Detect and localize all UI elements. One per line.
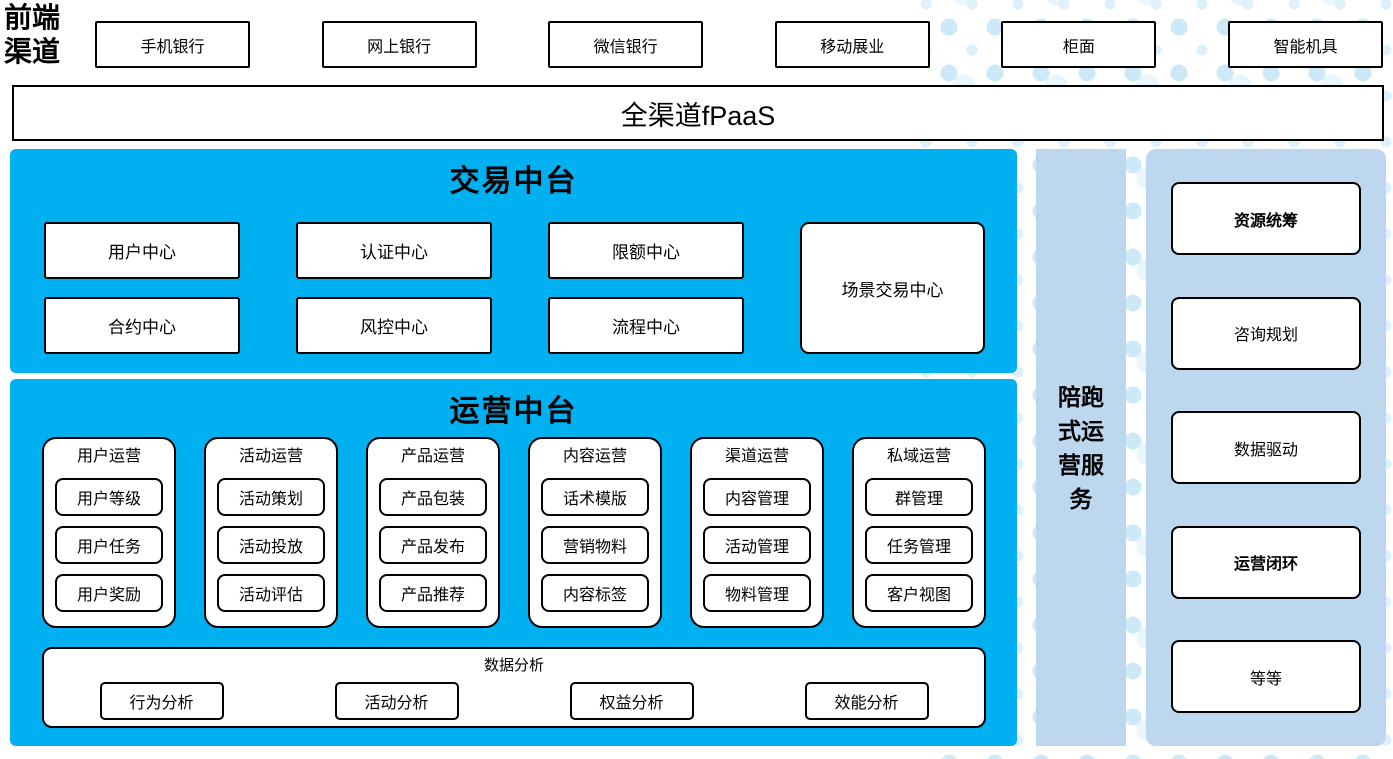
service-box-data-driven: 数据驱动 [1171,411,1361,484]
center-box-auth: 认证中心 [296,222,492,279]
group-item: 产品包装 [379,478,487,516]
center-box-limit: 限额中心 [548,222,744,279]
front-channel-row: 手机银行 网上银行 微信银行 移动展业 柜面 智能机具 [95,21,1383,68]
group-item: 内容管理 [703,478,811,516]
channel-box-online-banking: 网上银行 [321,21,477,68]
group-item: 任务管理 [865,526,973,564]
group-item: 话术模版 [541,478,649,516]
group-activity-operation: 活动运营 活动策划 活动投放 活动评估 [204,437,338,628]
service-box-consulting-planning: 咨询规划 [1171,296,1361,370]
group-item: 营销物料 [541,526,649,564]
group-title: 内容运营 [562,448,627,465]
group-private-domain-operation: 私域运营 群管理 任务管理 客户视图 [852,437,986,628]
group-item: 用户等级 [55,478,163,516]
analysis-box-activity: 活动分析 [334,682,459,720]
group-item: 活动策划 [217,478,325,516]
group-item: 用户奖励 [55,574,163,612]
transaction-platform-grid: 用户中心 认证中心 限额中心 场景交易中心 合约中心 风控中心 流程中心 [44,222,985,357]
group-title: 私域运营 [886,448,951,465]
operation-groups-row: 用户运营 用户等级 用户任务 用户奖励 活动运营 活动策划 活动投放 活动评估 … [42,437,986,628]
group-user-operation: 用户运营 用户等级 用户任务 用户奖励 [42,437,176,628]
accompany-operation-service-strip: 陪跑式运营服务 [1036,149,1126,746]
group-item: 用户任务 [55,526,163,564]
group-title: 活动运营 [238,448,303,465]
transaction-platform-panel: 交易中台 用户中心 认证中心 限额中心 场景交易中心 合约中心 风控中心 流程中… [10,149,1017,373]
group-item: 产品发布 [379,526,487,564]
group-item: 客户视图 [865,574,973,612]
center-box-scenario-transaction: 场景交易中心 [800,222,985,354]
group-item: 活动管理 [703,526,811,564]
analysis-box-rights: 权益分析 [569,682,694,720]
group-content-operation: 内容运营 话术模版 营销物料 内容标签 [528,437,662,628]
group-title: 用户运营 [76,448,141,465]
group-item: 内容标签 [541,574,649,612]
center-box-process: 流程中心 [548,297,744,354]
group-item: 产品推荐 [379,574,487,612]
center-box-user: 用户中心 [44,222,240,279]
group-item: 活动评估 [217,574,325,612]
group-title: 产品运营 [400,448,465,465]
analysis-box-efficiency: 效能分析 [804,682,929,720]
channel-box-mobile-marketing: 移动展业 [774,21,930,68]
group-item: 群管理 [865,478,973,516]
strip-label: 陪跑式运营服务 [1058,383,1104,512]
transaction-platform-title: 交易中台 [449,165,578,198]
service-box-resource-coordination: 资源统筹 [1171,182,1361,255]
group-channel-operation: 渠道运营 内容管理 活动管理 物料管理 [690,437,824,628]
analysis-box-behavior: 行为分析 [99,682,224,720]
service-items-panel: 资源统筹 咨询规划 数据驱动 运营闭环 等等 [1146,149,1386,746]
omnichannel-fpaas-bar: 全渠道fPaaS [12,85,1384,141]
operation-platform-panel: 运营中台 用户运营 用户等级 用户任务 用户奖励 活动运营 活动策划 活动投放 … [10,379,1017,746]
group-item: 活动投放 [217,526,325,564]
channel-box-smart-devices: 智能机具 [1227,21,1383,68]
group-title: 渠道运营 [724,448,789,465]
center-box-contract: 合约中心 [44,297,240,354]
channel-box-wechat-banking: 微信银行 [548,21,704,68]
group-product-operation: 产品运营 产品包装 产品发布 产品推荐 [366,437,500,628]
center-box-risk: 风控中心 [296,297,492,354]
data-analysis-title: 数据分析 [483,657,544,674]
data-analysis-container: 数据分析 行为分析 活动分析 权益分析 效能分析 [42,647,986,728]
channel-box-mobile-banking: 手机银行 [95,21,250,68]
operation-platform-title: 运营中台 [449,395,578,428]
service-box-operation-loop: 运营闭环 [1171,525,1361,599]
front-channel-label: 前端渠道 [4,3,61,68]
channel-box-counter: 柜面 [1001,21,1157,68]
group-item: 物料管理 [703,574,811,612]
service-box-etc: 等等 [1171,640,1361,713]
data-analysis-row: 行为分析 活动分析 权益分析 效能分析 [44,682,984,720]
